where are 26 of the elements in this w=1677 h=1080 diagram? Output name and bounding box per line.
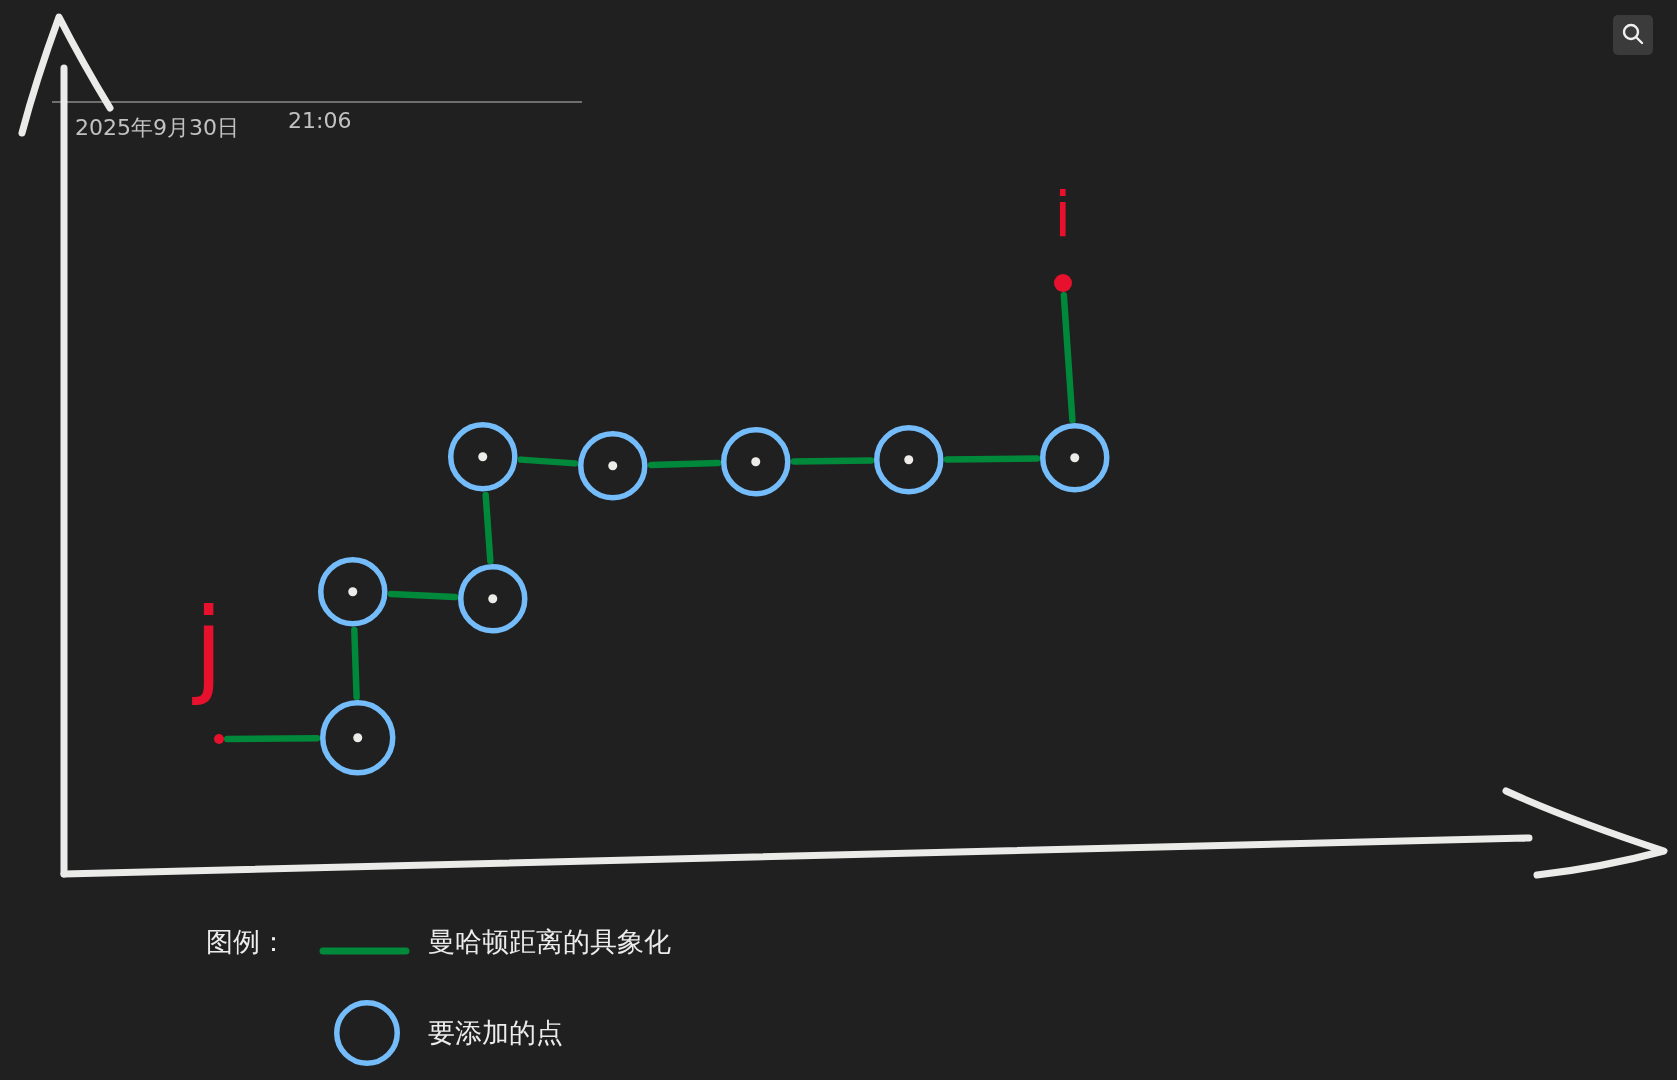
- circled-point: [458, 564, 528, 634]
- legend-heading: 图例：: [206, 926, 287, 959]
- circled-point: [721, 427, 791, 497]
- point-dot: [214, 734, 224, 744]
- connector-line: [647, 459, 722, 469]
- legend-label: 要添加的点: [428, 1017, 563, 1050]
- circled-point: [874, 425, 944, 495]
- circled-point: [578, 431, 648, 501]
- connector-line: [351, 626, 360, 701]
- connector-line: [387, 590, 459, 601]
- point-label: i: [1054, 177, 1072, 253]
- circled-point: [1040, 423, 1110, 493]
- time-text: 21:06: [288, 108, 352, 135]
- circled-point: [448, 422, 518, 492]
- connector-line: [1060, 291, 1076, 424]
- date-text: 2025年9月30日: [75, 115, 239, 142]
- connector-line: [517, 456, 579, 467]
- point-dot: [1054, 274, 1072, 292]
- circled-point: [320, 700, 396, 776]
- circled-point: [318, 557, 388, 627]
- point-label: j: [194, 585, 224, 710]
- connector-line: [482, 491, 494, 565]
- connector-line: [790, 457, 875, 465]
- connector-line: [224, 735, 321, 743]
- legend-label: 曼哈顿距离的具象化: [428, 926, 671, 959]
- connector-line: [943, 455, 1041, 463]
